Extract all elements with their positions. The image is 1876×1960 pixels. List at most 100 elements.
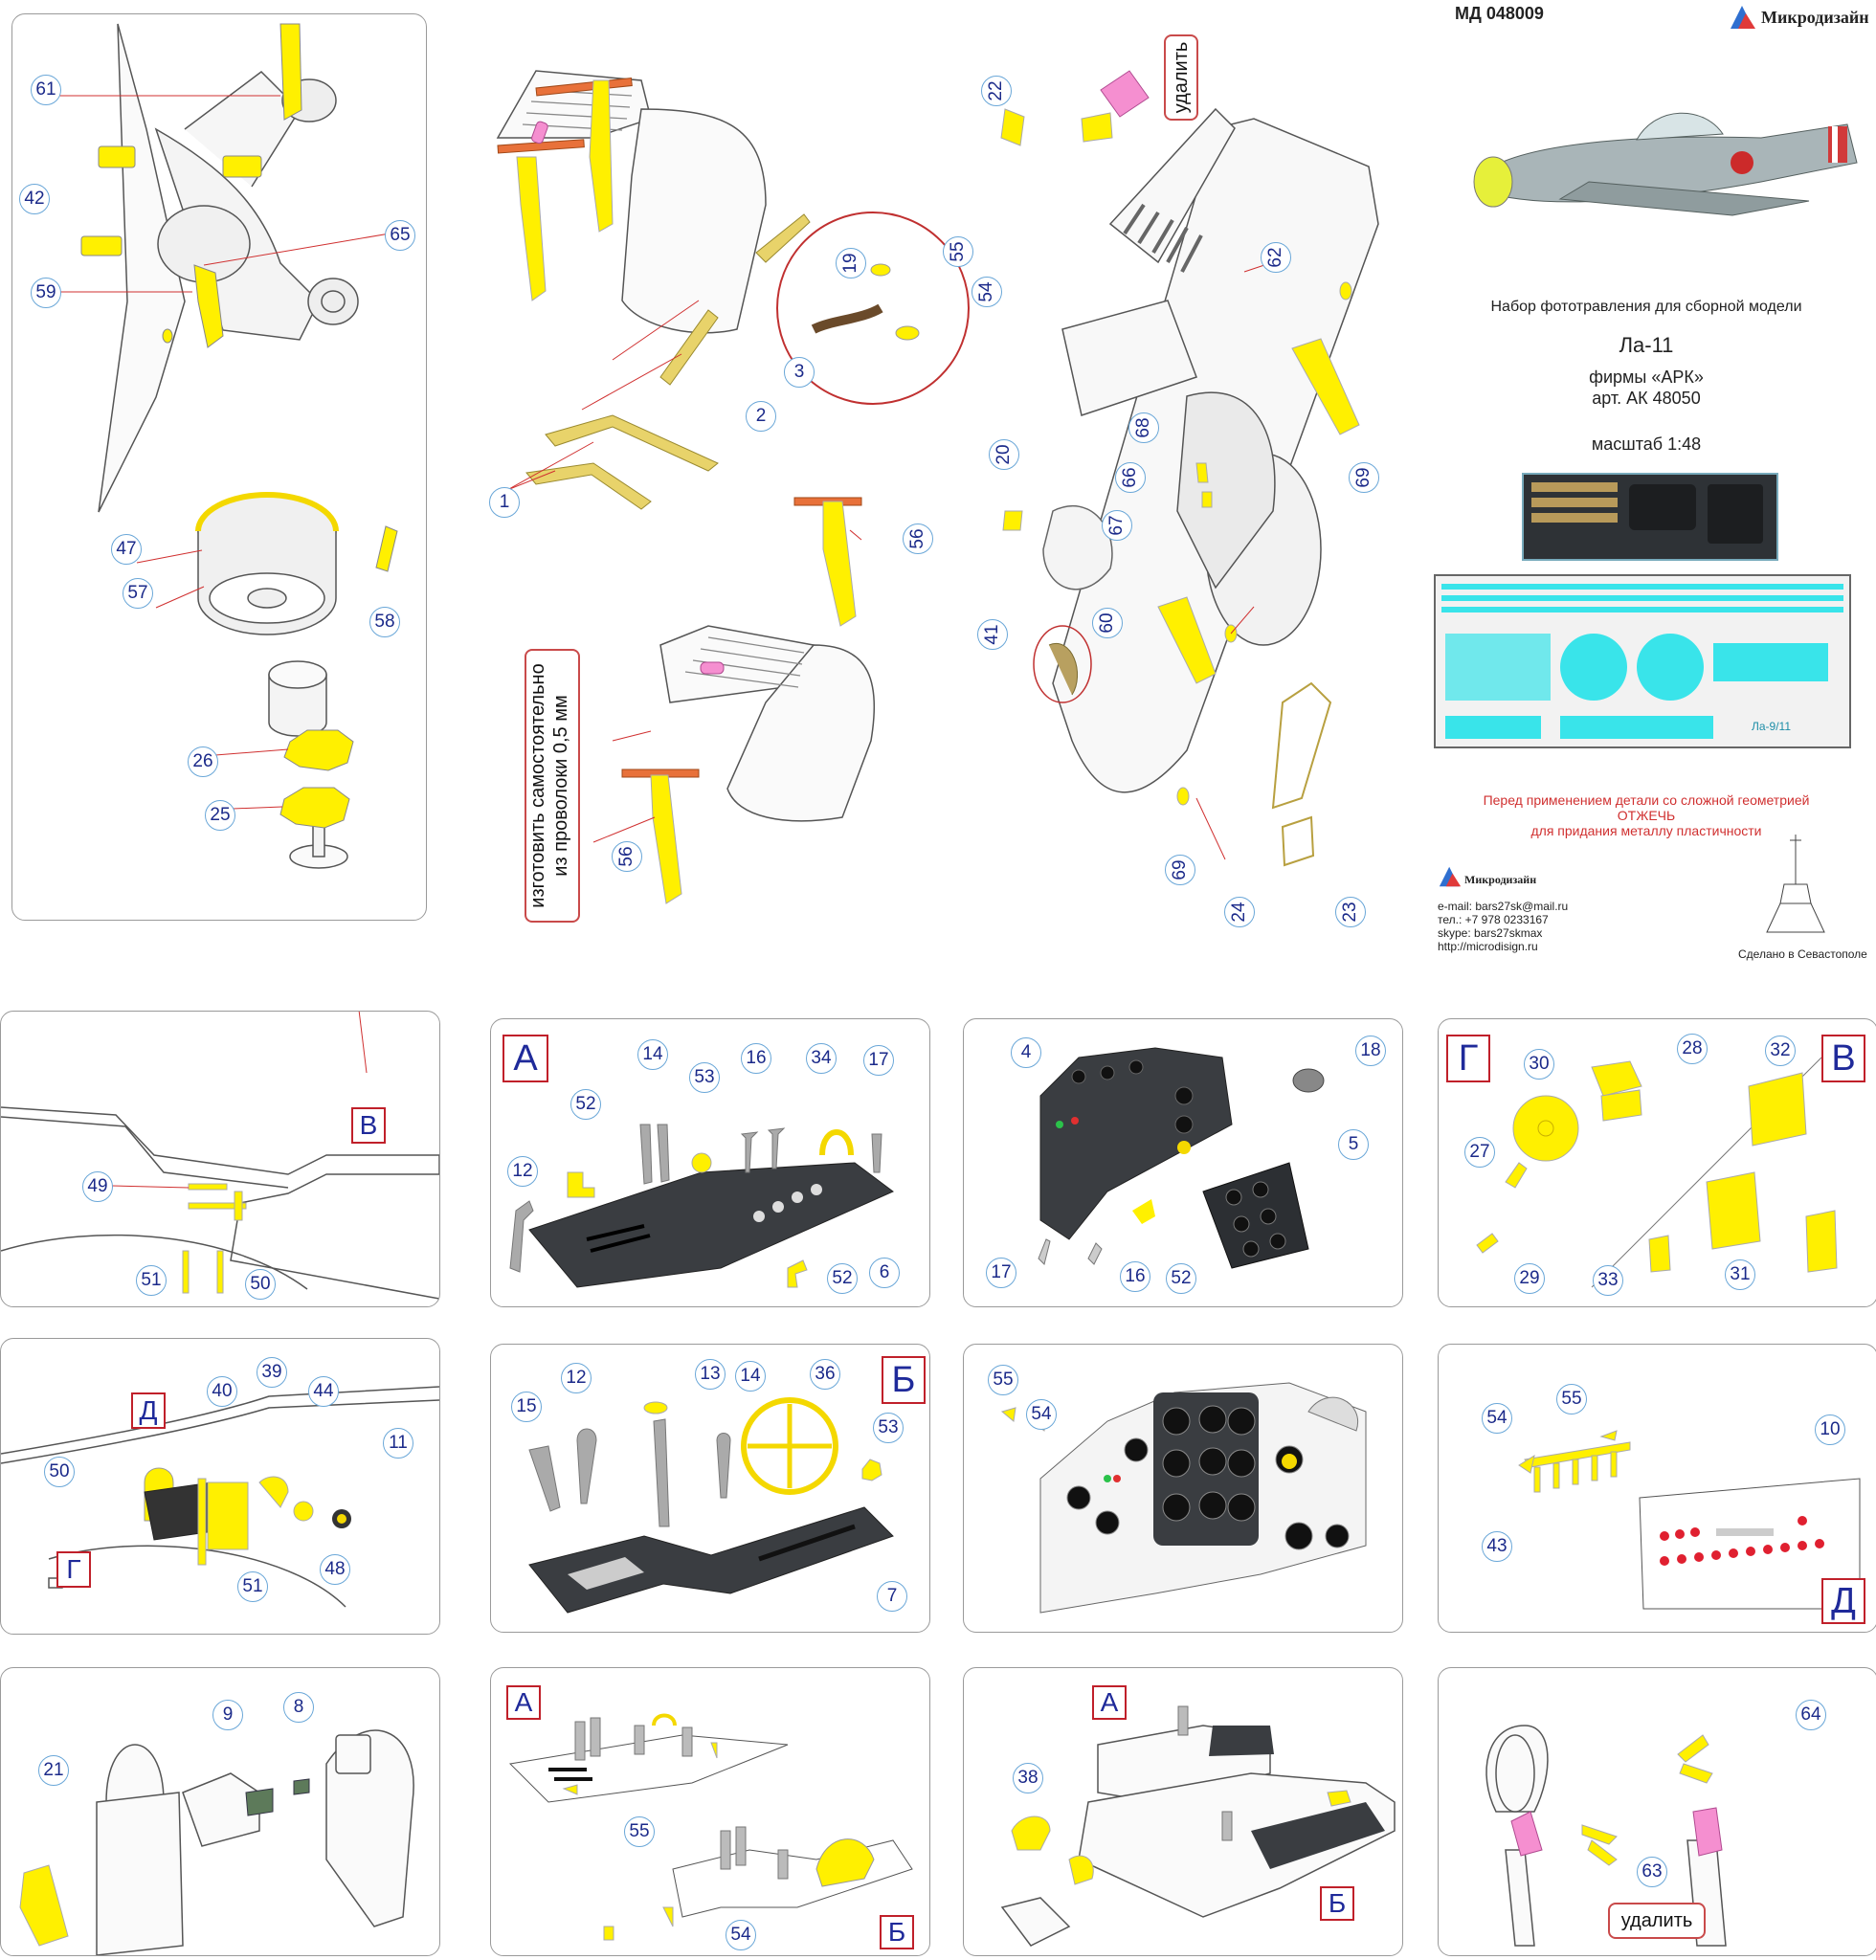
wire-note-box: изготовить самостоятельно из проволоки 0… [525, 649, 580, 923]
panel-d: Д 54 55 10 43 [1438, 1344, 1876, 1633]
part-number-47: 47 [111, 534, 142, 565]
part-number-1: 1 [489, 487, 520, 518]
part-number-25: 25 [205, 800, 235, 831]
part-number-13: 13 [695, 1359, 726, 1390]
contact-phone: тел.: +7 978 0233167 [1438, 913, 1549, 926]
part-number-69b: 69 [1165, 855, 1195, 885]
part-number-65: 65 [385, 220, 415, 251]
letter-d-2: Д [1821, 1578, 1865, 1624]
panel-cockpit-assembly: А Б 38 [963, 1667, 1403, 1956]
part-number-14: 14 [637, 1039, 668, 1070]
part-number-17: 17 [863, 1045, 894, 1076]
part-number-19: 19 [836, 248, 866, 278]
fuselage-v-drawing [1, 1012, 439, 1300]
part-number-44: 44 [308, 1376, 339, 1407]
part-number-66: 66 [1115, 462, 1146, 493]
part-number-39: 39 [257, 1357, 287, 1388]
part-number-18: 18 [1355, 1036, 1386, 1066]
part-number-22: 22 [981, 76, 1012, 106]
dashboard-back-drawing [1038, 1047, 1325, 1269]
part-number-15: 15 [511, 1392, 542, 1422]
part-number-69: 69 [1349, 462, 1379, 493]
panel-b: Б 15 12 13 14 36 53 7 [490, 1344, 930, 1633]
part-number-20: 20 [989, 439, 1019, 470]
part-number-16: 16 [741, 1043, 771, 1074]
part-number-42: 42 [19, 184, 50, 214]
part-number-32: 32 [1765, 1036, 1796, 1066]
part-number-62: 62 [1261, 242, 1291, 273]
remove-note-text-bottom: удалить [1620, 1910, 1693, 1931]
wire-note-line2: из проволоки 0,5 мм [550, 695, 571, 877]
printed-fret [1522, 473, 1778, 561]
g-v-drawing [1476, 1057, 1838, 1288]
contact-site: http://microdisign.ru [1438, 940, 1538, 953]
part-number-54b: 54 [1026, 1399, 1057, 1430]
part-number-54: 54 [972, 277, 1002, 307]
letter-v-2: В [1821, 1035, 1865, 1082]
cockpit-assembly-drawing [1000, 1705, 1396, 1947]
panel-tail-engine: 61 42 59 65 47 57 58 26 25 [11, 13, 427, 921]
part-number-64: 64 [1796, 1700, 1826, 1730]
panel-dashboard-back: 4 18 5 17 16 52 [963, 1018, 1403, 1307]
part-number-43: 43 [1482, 1531, 1512, 1562]
panel-a-b-assembly: А Б 55 54 [490, 1667, 930, 1956]
panel-wing: 22 62 20 68 66 67 69 41 60 69 24 23 [967, 13, 1388, 932]
part-number-51: 51 [136, 1265, 167, 1296]
part-number-41: 41 [977, 619, 1008, 650]
part-number-36: 36 [810, 1359, 840, 1390]
part-number-17b: 17 [986, 1258, 1016, 1288]
part-number-6: 6 [869, 1258, 900, 1288]
part-number-59: 59 [31, 278, 61, 308]
part-number-2: 2 [746, 401, 776, 432]
wing-drawing [1000, 70, 1379, 867]
wire-note-text: изготовить самостоятельно из проволоки 0… [526, 651, 578, 921]
kit-scale: масштаб 1:48 [1591, 434, 1702, 454]
annealing-warning-1: Перед применением детали со сложной геом… [1483, 792, 1810, 808]
part-number-55b: 55 [988, 1365, 1018, 1395]
annealing-warning-3: для придания металлу пластичности [1530, 823, 1762, 838]
part-number-14b: 14 [735, 1361, 766, 1392]
part-number-55c: 55 [1556, 1384, 1587, 1414]
contact-skype: skype: bars27skmax [1438, 926, 1543, 940]
part-number-8: 8 [283, 1692, 314, 1723]
letter-b-2: Б [880, 1915, 914, 1949]
letter-g-2: Г [56, 1551, 91, 1588]
part-number-12: 12 [507, 1156, 538, 1187]
part-number-34: 34 [806, 1043, 837, 1074]
brand-logo-icon [1731, 6, 1755, 29]
part-number-12b: 12 [561, 1363, 592, 1393]
letter-a-2: А [506, 1685, 541, 1720]
monument-illustration [1766, 835, 1825, 933]
seat-harness-drawing [496, 70, 970, 904]
panel-headrest: 21 9 8 [0, 1667, 440, 1956]
panel-fuselage-v: В 49 51 50 [0, 1011, 440, 1307]
part-number-40: 40 [207, 1376, 237, 1407]
part-number-10: 10 [1815, 1414, 1845, 1445]
kit-article: арт. АК 48050 [1592, 389, 1701, 408]
contact-logo-icon [1439, 866, 1462, 887]
part-number-54d: 54 [726, 1920, 756, 1950]
part-number-56b: 56 [612, 841, 642, 872]
part-number-11: 11 [383, 1428, 413, 1459]
brand-logo [1729, 4, 1757, 35]
letter-b-3: Б [1320, 1886, 1354, 1921]
part-number-38: 38 [1013, 1763, 1043, 1793]
annealing-warning-2: ОТЖЕЧЬ [1617, 808, 1676, 823]
part-number-52b: 52 [827, 1263, 858, 1294]
panel-a-drawing [509, 1124, 894, 1288]
part-number-28: 28 [1677, 1034, 1708, 1064]
panel-seat-harness: 1 2 3 19 55 54 56 56 [479, 13, 1002, 932]
part-number-26: 26 [188, 746, 218, 777]
part-number-53: 53 [689, 1062, 720, 1093]
part-number-60: 60 [1092, 608, 1123, 638]
brand-name: Микродизайн [1761, 8, 1869, 27]
part-number-61: 61 [31, 75, 61, 105]
part-number-31: 31 [1725, 1259, 1755, 1290]
remove-note-box-bottom: удалить [1608, 1903, 1706, 1939]
part-number-48: 48 [320, 1554, 350, 1585]
info-column: МД 048009 Микродизайн Набор фототравлени… [1417, 0, 1876, 967]
part-number-9: 9 [212, 1700, 243, 1730]
part-number-54c: 54 [1482, 1403, 1512, 1434]
panel-d-drawing [1518, 1430, 1861, 1610]
aircraft-illustration [1473, 112, 1858, 216]
